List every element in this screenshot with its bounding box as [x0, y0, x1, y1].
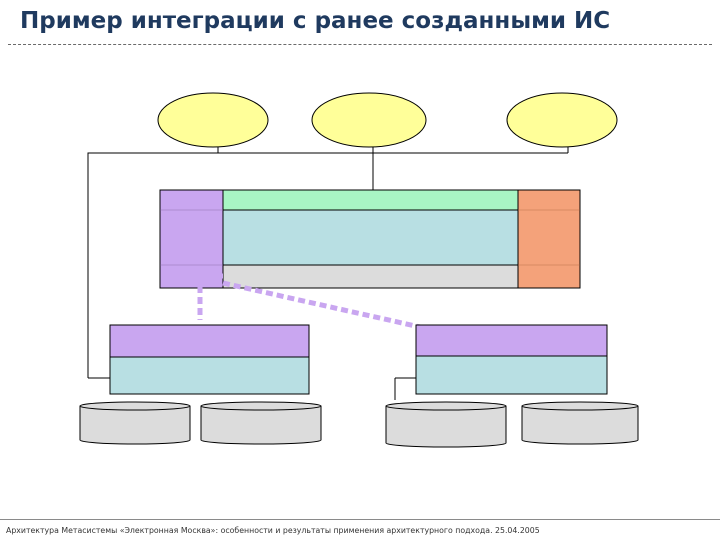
database-2 — [200, 401, 322, 445]
legacy-left-purple — [109, 324, 310, 358]
central-right-orange — [517, 189, 581, 289]
dashed-link-right — [222, 280, 421, 330]
legacy-left-blue — [109, 356, 310, 395]
slide-title: Пример интеграции с ранее созданными ИС — [20, 8, 611, 34]
dashed-link-left — [197, 273, 223, 320]
client-ellipse-1 — [157, 92, 269, 148]
central-gray-layer — [222, 264, 519, 289]
central-green-layer — [222, 189, 519, 211]
database-1 — [79, 401, 191, 445]
legacy-system-left — [109, 324, 310, 395]
legacy-right-blue — [415, 355, 608, 395]
slide-footer: Архитектура Метасистемы «Электронная Мос… — [0, 519, 720, 540]
database-3 — [385, 401, 507, 448]
central-left-purple — [159, 189, 224, 289]
top-bus-line — [87, 152, 568, 378]
legacy-right-purple — [415, 324, 608, 357]
client-ellipse-3 — [506, 92, 618, 148]
title-divider — [8, 44, 712, 45]
database-4 — [521, 401, 639, 445]
central-blue-layer — [222, 209, 519, 266]
legacy-system-right — [415, 324, 608, 395]
client-ellipse-2 — [311, 92, 427, 148]
central-system-block — [159, 189, 581, 289]
